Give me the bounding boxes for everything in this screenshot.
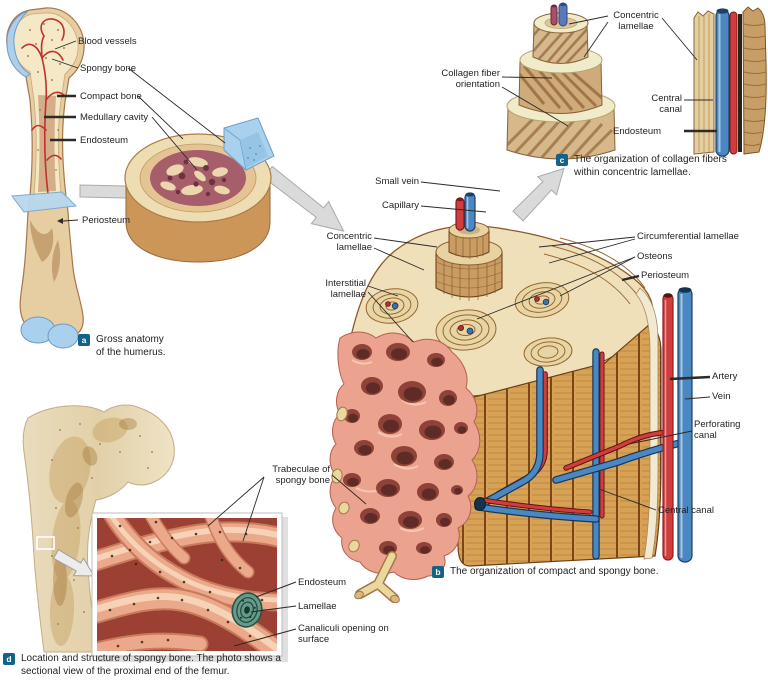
caption-a: a Gross anatomy of the humerus. bbox=[78, 334, 168, 359]
caption-a-text: Gross anatomy of the humerus. bbox=[96, 334, 166, 358]
caption-b-badge: b bbox=[432, 566, 444, 578]
spongy-bone-trabeculae bbox=[329, 331, 481, 604]
label-compact-bone: Compact bone bbox=[80, 91, 142, 102]
label-blood-vessels: Blood vessels bbox=[78, 36, 137, 47]
label-central-canal-b: Central canal bbox=[658, 505, 714, 516]
arrow-block-to-lamellae-detail bbox=[512, 167, 565, 222]
label-endosteum-c: Endosteum bbox=[613, 126, 662, 137]
caption-d: d Location and structure of spongy bone.… bbox=[3, 653, 283, 678]
caption-c-badge: c bbox=[556, 154, 568, 166]
label-periosteum-a: Periosteum bbox=[82, 215, 131, 226]
caption-d-text: Location and structure of spongy bone. T… bbox=[21, 653, 281, 677]
caption-b: b The organization of compact and spongy… bbox=[432, 566, 680, 579]
label-osteons: Osteons bbox=[637, 251, 673, 262]
collagen-lamellae-stack-illustration bbox=[506, 2, 616, 160]
label-small-vein: Small vein bbox=[375, 176, 419, 187]
label-canaliculi: Canaliculi opening on surface bbox=[298, 623, 389, 646]
label-lamellae-d: Lamellae bbox=[298, 601, 337, 612]
label-perforating-canal: Perforating canal bbox=[694, 419, 741, 442]
label-medullary-cavity: Medullary cavity bbox=[80, 112, 149, 123]
caption-b-text: The organization of compact and spongy b… bbox=[450, 566, 659, 577]
label-periosteum-b: Periosteum bbox=[641, 270, 690, 281]
caption-a-badge: a bbox=[78, 334, 90, 346]
spongy-bone-inset bbox=[91, 512, 288, 662]
label-interstitial-lamellae: Interstitial lamellae bbox=[325, 278, 366, 301]
label-endosteum-d: Endosteum bbox=[298, 577, 347, 588]
femur-photo bbox=[22, 404, 175, 653]
label-central-canal-c: Central canal bbox=[651, 93, 682, 116]
label-artery: Artery bbox=[712, 371, 738, 382]
label-spongy-bone-a: Spongy bone bbox=[80, 63, 136, 74]
label-capillary: Capillary bbox=[382, 200, 419, 211]
caption-c: c The organization of collagen fibers wi… bbox=[556, 154, 746, 179]
caption-d-badge: d bbox=[3, 653, 15, 665]
caption-c-text: The organization of collagen fibers with… bbox=[574, 154, 727, 178]
label-concentric-lamellae-b: Concentric lamellae bbox=[326, 231, 372, 254]
leader-lines bbox=[44, 15, 717, 647]
label-trabeculae: Trabeculae of spongy bone bbox=[272, 464, 330, 487]
label-concentric-lamellae-c: Concentric lamellae bbox=[613, 10, 659, 33]
bone-cross-section-illustration bbox=[124, 117, 275, 263]
compact-spongy-block-illustration bbox=[351, 192, 693, 567]
label-circumferential-lamellae: Circumferential lamellae bbox=[637, 231, 739, 242]
label-vein: Vein bbox=[712, 391, 731, 402]
label-endosteum-a: Endosteum bbox=[80, 135, 129, 146]
arrow-photo-to-inset bbox=[52, 548, 95, 577]
arrow-section-to-block bbox=[262, 165, 345, 232]
osteon-split-cylinder-illustration bbox=[693, 6, 767, 157]
label-collagen-fiber-orientation: Collagen fiber orientation bbox=[441, 68, 500, 91]
humerus-illustration bbox=[6, 7, 85, 349]
